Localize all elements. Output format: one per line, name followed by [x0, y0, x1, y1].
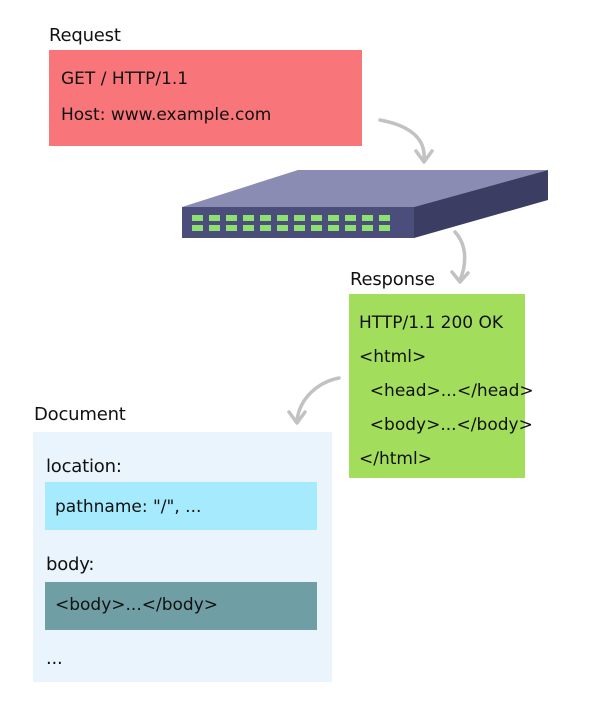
location-value-box: pathname: "/", ...	[45, 482, 317, 530]
body-label: body:	[46, 554, 95, 575]
switch-port	[328, 225, 339, 231]
response-line: <body>...</body>	[359, 415, 533, 435]
switch-port	[345, 215, 356, 221]
switch-port	[379, 225, 390, 231]
document-panel: location: pathname: "/", ... body: <body…	[33, 432, 332, 682]
response-label: Response	[350, 269, 435, 290]
switch-port	[345, 225, 356, 231]
switch-port	[362, 225, 373, 231]
switch-port	[311, 225, 322, 231]
switch-port	[226, 225, 237, 231]
document-ellipsis: ...	[46, 648, 63, 669]
switch-port	[192, 215, 203, 221]
response-line: <head>...</head>	[359, 381, 534, 401]
response-line: <html>	[359, 347, 427, 367]
request-line: GET / HTTP/1.1	[61, 69, 189, 89]
switch-port	[209, 225, 220, 231]
network-switch-icon	[182, 170, 548, 238]
request-label: Request	[49, 25, 121, 46]
switch-port	[362, 215, 373, 221]
switch-port	[294, 215, 305, 221]
switch-port	[277, 225, 288, 231]
curved-arrow-icon	[450, 230, 470, 284]
location-label: location:	[46, 456, 122, 477]
switch-port	[328, 215, 339, 221]
switch-port	[209, 215, 220, 221]
body-value-box: <body>...</body>	[45, 582, 317, 630]
response-box: HTTP/1.1 200 OK <html> <head>...</head> …	[349, 294, 534, 478]
curved-arrow-icon	[287, 376, 341, 425]
switch-port	[260, 215, 271, 221]
switch-port	[243, 215, 254, 221]
switch-port	[192, 225, 203, 231]
curved-arrow-icon	[378, 118, 434, 164]
switch-port	[260, 225, 271, 231]
switch-port	[226, 215, 237, 221]
switch-port	[311, 215, 322, 221]
response-line: </html>	[359, 449, 432, 469]
request-box: GET / HTTP/1.1 Host: www.example.com	[49, 50, 362, 146]
request-line: Host: www.example.com	[61, 105, 272, 125]
switch-port	[294, 225, 305, 231]
switch-port	[243, 225, 254, 231]
switch-port	[379, 215, 390, 221]
response-line: HTTP/1.1 200 OK	[359, 313, 504, 333]
switch-port	[277, 215, 288, 221]
document-label: Document	[34, 404, 126, 425]
